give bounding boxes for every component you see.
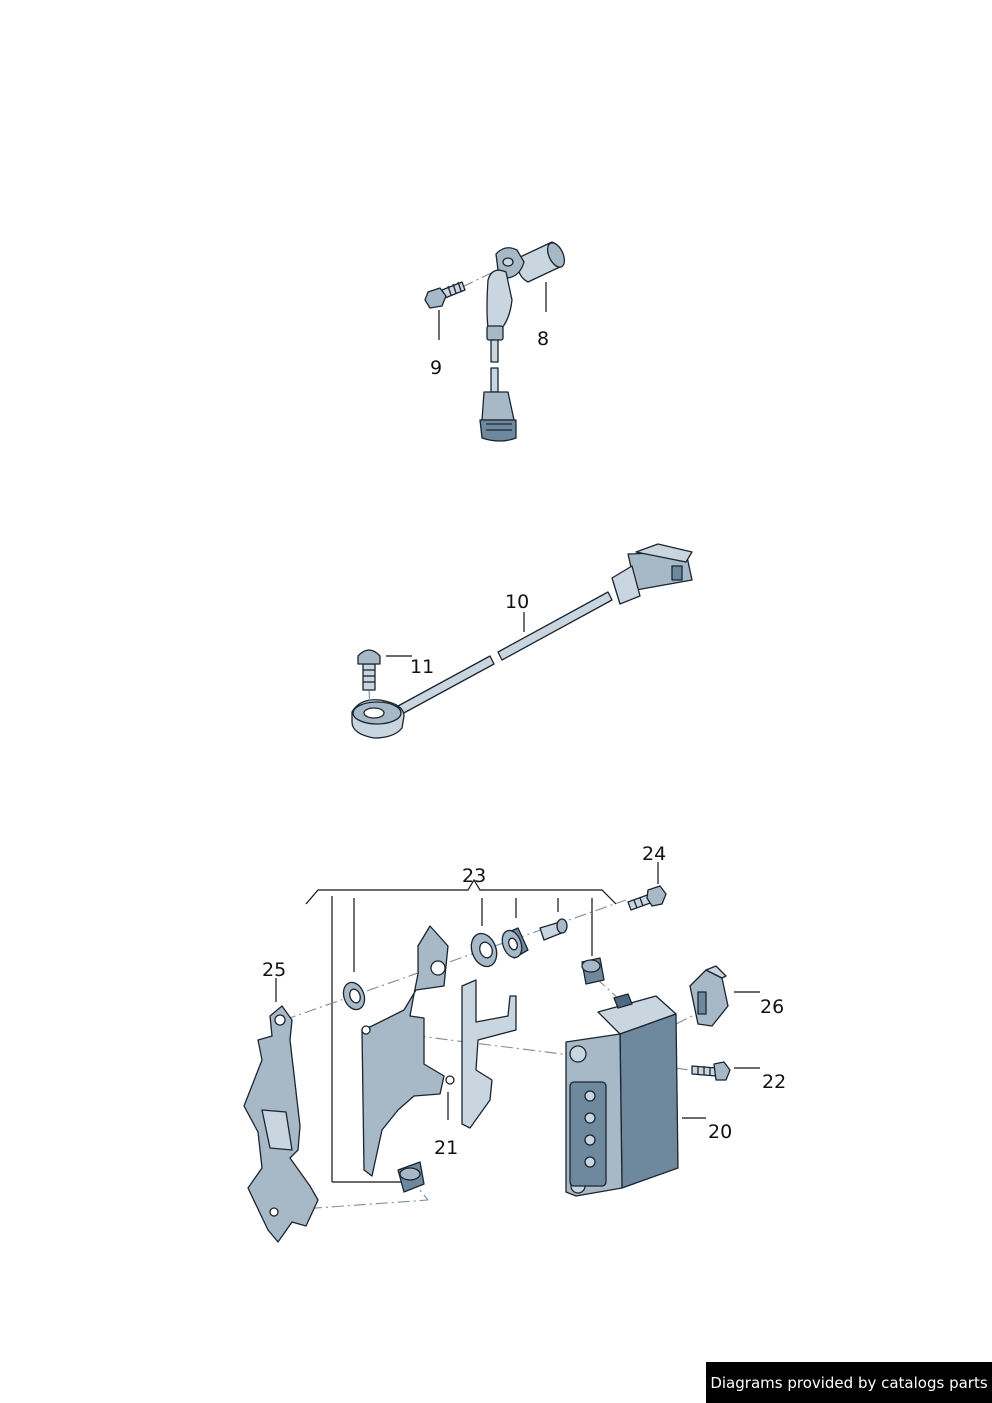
callout-25: 25 (262, 959, 286, 981)
bolt-part-22 (691, 1061, 731, 1081)
callout-24: 24 (642, 843, 666, 865)
control-unit-assembly: 24 23 21 (243, 843, 786, 1243)
callout-23: 23 (462, 865, 486, 887)
callout-22: 22 (762, 1071, 786, 1093)
plate-part-25 (243, 1005, 319, 1243)
connector-part-26 (689, 965, 729, 1027)
bracket-part-21 (361, 925, 517, 1193)
bolt-part-24 (627, 885, 667, 911)
callout-11: 11 (410, 656, 434, 678)
callout-20: 20 (708, 1121, 732, 1143)
knock-sensor-assembly: 10 11 (351, 543, 693, 739)
control-unit-part-20 (565, 993, 679, 1197)
speed-sensor-part-8 (479, 241, 566, 442)
grommet-part-23 (342, 918, 605, 1011)
callout-8: 8 (537, 328, 549, 350)
callout-21: 21 (434, 1137, 458, 1159)
callout-26: 26 (760, 996, 784, 1018)
speed-sensor-assembly: 8 9 (424, 241, 566, 442)
callout-9: 9 (430, 357, 442, 379)
bolt-part-9 (424, 281, 466, 309)
attribution-banner: Diagrams provided by catalogs parts (706, 1362, 992, 1403)
bolt-part-11 (357, 649, 381, 709)
callout-10: 10 (505, 591, 529, 613)
knock-sensor-part-10 (351, 543, 693, 739)
